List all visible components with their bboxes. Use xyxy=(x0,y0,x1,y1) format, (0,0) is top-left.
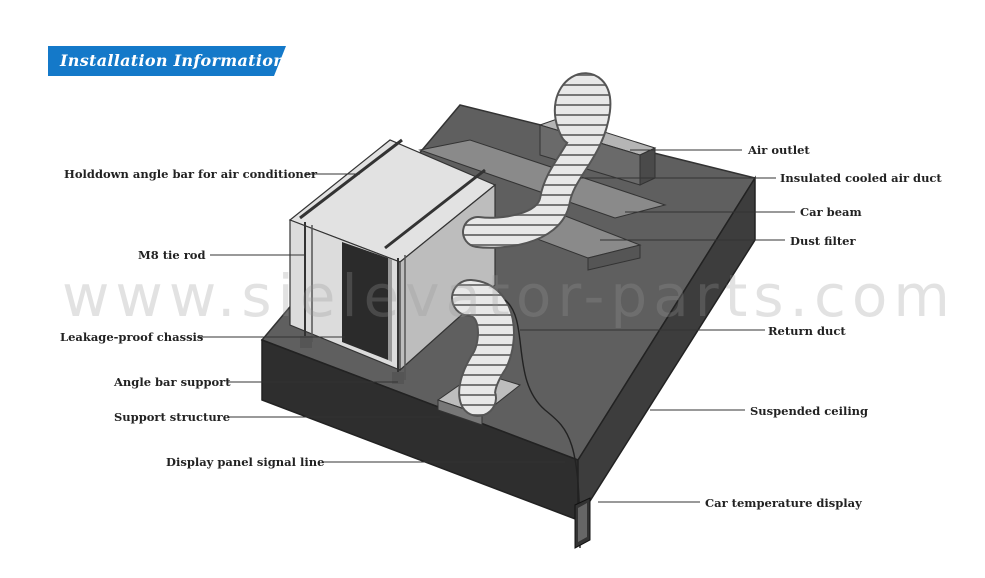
insulated-duct xyxy=(462,72,612,249)
watermark: www.sielevator-parts.com xyxy=(62,262,956,330)
section-title: Installation Information xyxy=(60,51,286,70)
air-conditioner-unit xyxy=(288,138,497,384)
label-return-duct: Return duct xyxy=(768,324,846,338)
label-air-outlet: Air outlet xyxy=(748,143,810,157)
return-duct xyxy=(451,279,515,417)
label-car-beam: Car beam xyxy=(800,205,862,219)
label-display-panel-signal-line: Display panel signal line xyxy=(166,455,325,469)
label-insulated-duct: Insulated cooled air duct xyxy=(780,171,942,185)
leader-lines xyxy=(198,149,795,503)
label-suspended-ceiling: Suspended ceiling xyxy=(750,404,869,418)
label-car-temperature-display: Car temperature display xyxy=(705,496,862,510)
signal-cable xyxy=(504,299,581,549)
label-leakage-proof-chassis: Leakage-proof chassis xyxy=(60,330,204,344)
banner-background xyxy=(48,46,286,76)
label-support-structure: Support structure xyxy=(114,410,231,424)
temperature-display-panel xyxy=(574,497,591,549)
label-dust-filter: Dust filter xyxy=(790,234,856,248)
label-angle-bar-support: Angle bar support xyxy=(114,375,231,389)
label-m8-tie-rod: M8 tie rod xyxy=(138,248,206,262)
section-banner: Installation Information xyxy=(48,46,286,76)
label-holddown-angle-bar: Holddown angle bar for air conditioner xyxy=(64,167,318,181)
